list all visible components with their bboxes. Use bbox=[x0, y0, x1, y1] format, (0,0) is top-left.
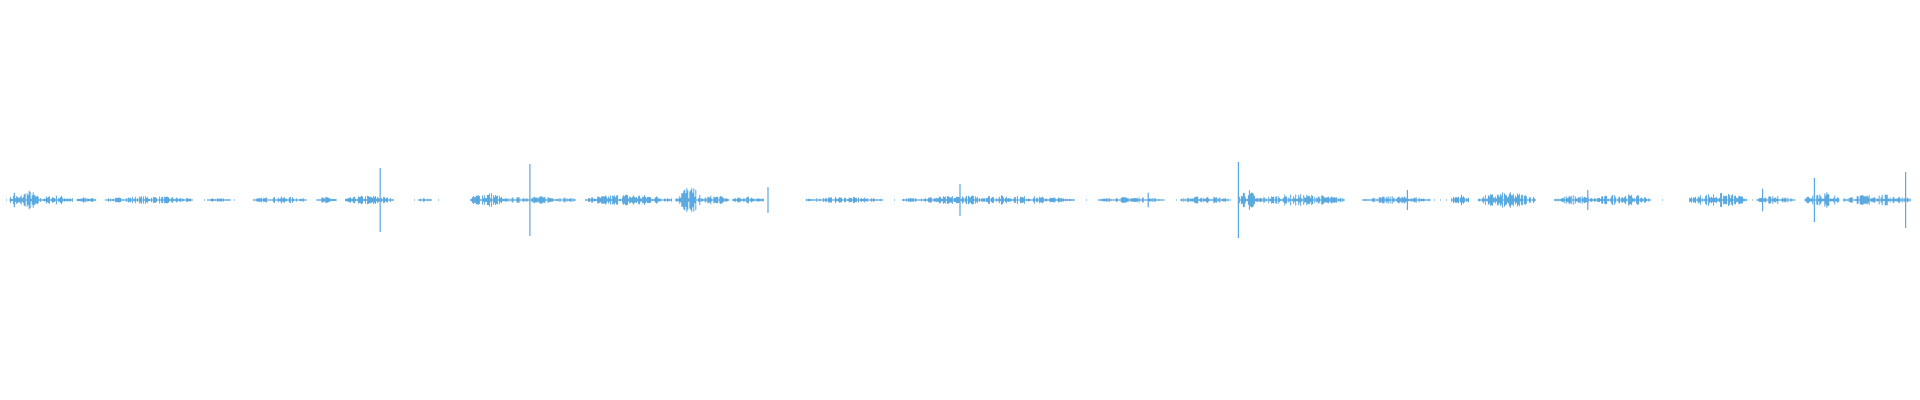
waveform-segment bbox=[252, 196, 307, 204]
waveform-segment bbox=[469, 193, 503, 207]
waveform-segment bbox=[1804, 192, 1840, 208]
waveform-segment bbox=[1097, 197, 1164, 203]
waveform-segment bbox=[1237, 190, 1256, 210]
waveform-segment bbox=[1477, 192, 1536, 208]
waveform-segment bbox=[585, 194, 673, 206]
waveform-segment bbox=[1451, 194, 1469, 206]
waveform-segment bbox=[1842, 194, 1911, 206]
waveform-segment bbox=[1362, 196, 1431, 204]
waveform-segment bbox=[1593, 194, 1652, 206]
waveform-segment bbox=[732, 196, 764, 204]
waveform-segment bbox=[1689, 193, 1748, 207]
waveform-segment bbox=[76, 197, 97, 203]
waveform-segment bbox=[700, 195, 730, 205]
waveform-segment bbox=[901, 195, 1075, 205]
waveform-segment bbox=[418, 198, 433, 202]
waveform-segment bbox=[18, 190, 39, 210]
waveform-segment bbox=[316, 196, 337, 204]
waveform-segment bbox=[345, 195, 395, 205]
waveform-segment bbox=[105, 196, 193, 204]
waveform-segment bbox=[1255, 194, 1345, 206]
waveform-segment bbox=[37, 195, 73, 205]
waveform-segment bbox=[1180, 196, 1230, 204]
waveform-segment bbox=[675, 188, 701, 212]
